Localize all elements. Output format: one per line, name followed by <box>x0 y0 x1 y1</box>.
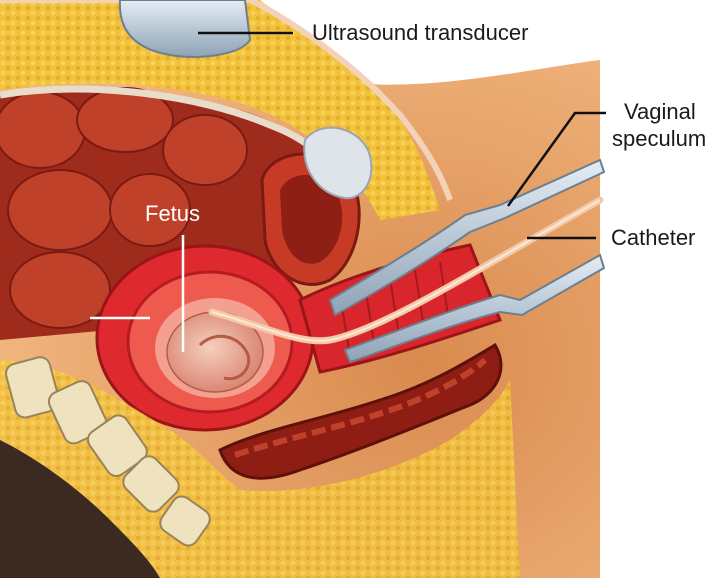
vaginal-speculum-label-line2: speculum <box>612 126 706 152</box>
fetus-label: Fetus <box>145 201 200 227</box>
ultrasound-transducer-label: Ultrasound transducer <box>312 20 528 46</box>
vaginal-speculum-label-line1: Vaginal <box>624 99 696 125</box>
catheter-label: Catheter <box>611 225 695 251</box>
